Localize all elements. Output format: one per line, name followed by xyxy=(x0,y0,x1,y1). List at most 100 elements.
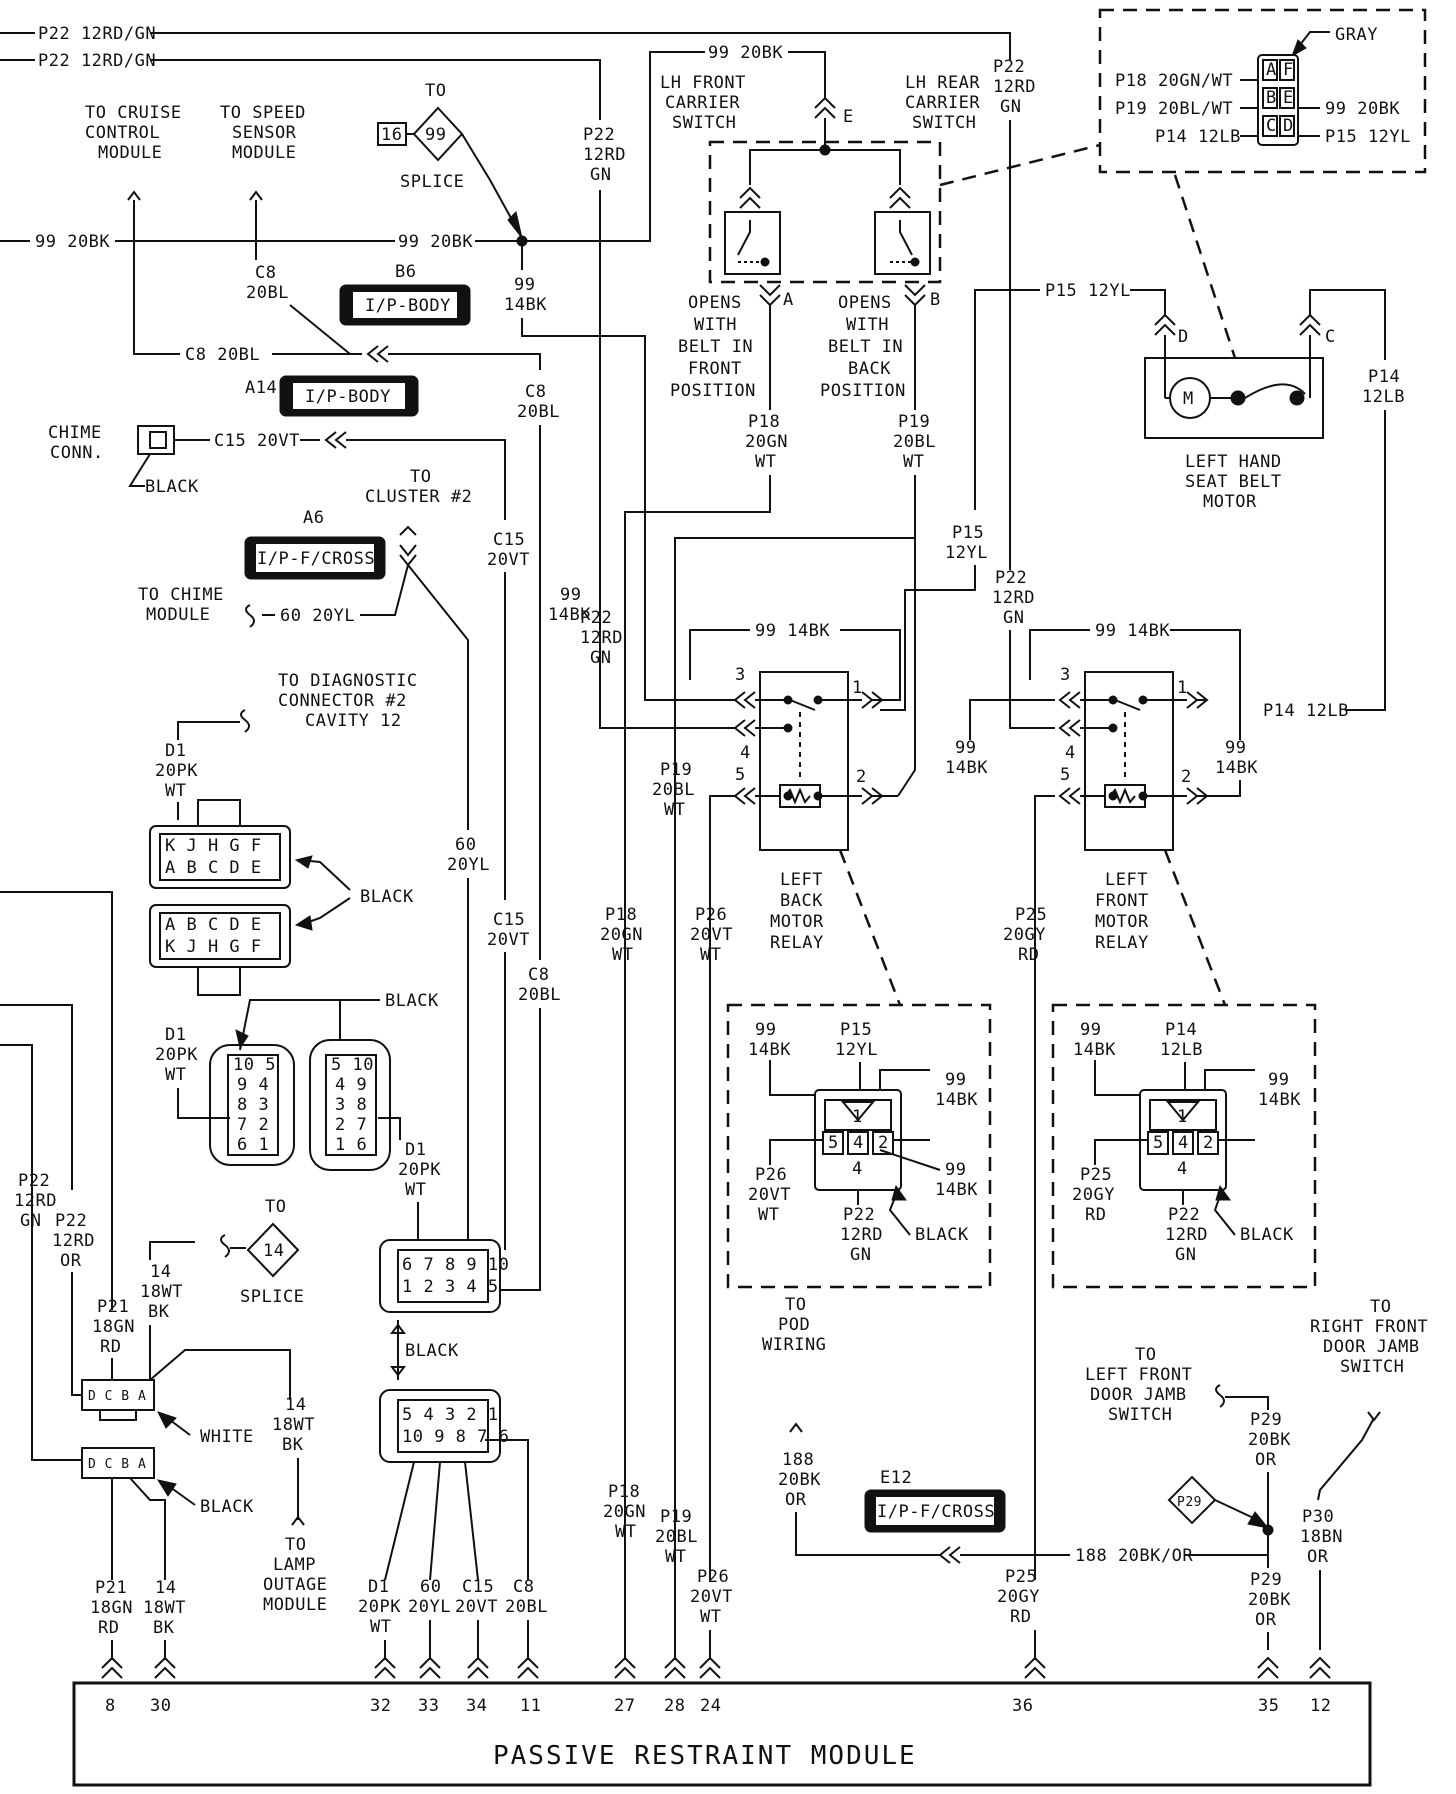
relay-detail-front: 99 14BK P14 12LB 99 14BK 5 4 2 1 4 P25 2… xyxy=(1051,1003,1317,1289)
label: BLACK xyxy=(145,477,199,497)
vlabel: 20GY xyxy=(1072,1185,1115,1205)
vlabel: 99 xyxy=(955,738,976,758)
vlabel: WT xyxy=(615,1522,636,1542)
vlabel: 20BL xyxy=(893,432,936,452)
vlabel: 20VT xyxy=(487,550,530,570)
label: TO xyxy=(410,467,431,487)
vlabel: C8 xyxy=(525,382,546,402)
vlabel: 12RD xyxy=(992,588,1035,608)
chime-conn: CHIME CONN. C15 20VT BLACK C15 20VT xyxy=(48,423,530,900)
label: P29 xyxy=(1177,1495,1202,1510)
p22-top-labels: P22 12RD GN P22 12RD GN xyxy=(583,57,1035,728)
svg-text:1 6: 1 6 xyxy=(335,1135,367,1155)
label: SWITCH xyxy=(912,113,976,133)
vlabel: RD xyxy=(100,1337,121,1357)
relay-pin: 2 xyxy=(1181,767,1192,787)
svg-text:D C B A: D C B A xyxy=(88,1389,146,1404)
vlabel: WT xyxy=(165,1065,186,1085)
label: SWITCH xyxy=(672,113,736,133)
wire-label: 99 20BK xyxy=(398,232,473,252)
vlabel: 12RD xyxy=(580,628,623,648)
vlabel: 20BL xyxy=(655,1527,698,1547)
label: MODULE xyxy=(263,1595,327,1615)
label: RELAY xyxy=(770,933,824,953)
vlabel: P18 xyxy=(608,1482,640,1502)
vlabel: 12RD xyxy=(1165,1225,1208,1245)
module-pins-arrows xyxy=(101,1545,1331,1679)
label: BLACK xyxy=(915,1225,969,1245)
label: FRONT xyxy=(688,359,742,379)
vlabel: 14 xyxy=(150,1262,171,1282)
vlabel: 99 xyxy=(1268,1070,1289,1090)
vlabel: GN xyxy=(1000,97,1021,117)
vlabel: P22 xyxy=(18,1171,50,1191)
vlabel: WT xyxy=(664,800,685,820)
label: GRAY xyxy=(1335,25,1378,45)
label: I/P-BODY xyxy=(305,387,391,407)
vlabel: GN xyxy=(590,165,611,185)
vlabel: 14BK xyxy=(1215,758,1258,778)
svg-text:K J H G F: K J H G F xyxy=(165,937,262,957)
wire-label: P14 12LB xyxy=(1263,701,1349,721)
vlabel: 12LB xyxy=(1160,1040,1203,1060)
label: POD xyxy=(778,1315,810,1335)
vlabel: 20GN xyxy=(600,925,643,945)
left-front-relay: P22 12RD GN 99 14BK 99 14BK 99 14BK 3 4 … xyxy=(945,568,1258,1580)
label: LH REAR xyxy=(905,73,980,93)
label: LEFT xyxy=(1105,870,1148,890)
vlabel: 18GN xyxy=(92,1317,135,1337)
label: RIGHT FRONT xyxy=(1310,1317,1428,1337)
vlabel: 99 xyxy=(755,1020,776,1040)
svg-text:C: C xyxy=(1266,116,1277,136)
vlabel: 20PK xyxy=(398,1160,441,1180)
label: WITH xyxy=(694,315,737,335)
vlabel: P18 xyxy=(605,905,637,925)
label: CARRIER xyxy=(905,93,980,113)
vlabel: RD xyxy=(1018,945,1039,965)
label: C xyxy=(1325,327,1336,347)
vlabel: 14BK xyxy=(748,1040,791,1060)
label: WIRING xyxy=(762,1335,826,1355)
vlabel: 20VT xyxy=(748,1185,791,1205)
vlabel: 99 xyxy=(560,585,581,605)
svg-text:5: 5 xyxy=(1153,1133,1164,1153)
vlabel: P22 xyxy=(583,125,615,145)
wire-label: P22 12RD/GN xyxy=(38,51,156,71)
vlabel: 12YL xyxy=(945,543,988,563)
bottom-wire-labels: D1 20PK WT 60 20YL C15 20VT C8 20BL P18 … xyxy=(358,1482,1039,1637)
vlabel: D1 xyxy=(405,1140,426,1160)
label: OUTAGE xyxy=(263,1575,327,1595)
svg-text:1 2 3 4 5: 1 2 3 4 5 xyxy=(402,1277,499,1297)
vlabel: 20VT xyxy=(455,1597,498,1617)
vlabel: P22 xyxy=(1168,1205,1200,1225)
wire-label: 99 20BK xyxy=(708,43,783,63)
vlabel: C15 xyxy=(493,910,525,930)
vlabel: 20BL xyxy=(518,985,561,1005)
relay-pin: 4 xyxy=(1065,743,1076,763)
svg-text:10 9 8 7 6: 10 9 8 7 6 xyxy=(402,1427,509,1447)
vlabel: 20VT xyxy=(487,930,530,950)
vlabel: 60 xyxy=(455,835,476,855)
wire-label: P15 12YL xyxy=(1045,281,1131,301)
svg-text:3 8: 3 8 xyxy=(335,1095,367,1115)
label: BELT IN xyxy=(678,337,753,357)
lower-right: TO POD WIRING 188 20BK OR 188 20BK/OR TO… xyxy=(762,1295,1428,1650)
vlabel: D1 xyxy=(368,1577,389,1597)
vlabel: 18WT xyxy=(272,1415,315,1435)
vlabel: WT xyxy=(665,1547,686,1567)
vlabel: OR xyxy=(1307,1547,1329,1567)
vlabel: 20YL xyxy=(447,855,490,875)
svg-text:F: F xyxy=(1283,60,1294,80)
vlabel: 12RD xyxy=(583,145,626,165)
label: 14 xyxy=(263,1241,284,1261)
label: BLACK xyxy=(405,1341,459,1361)
vlabel: GN xyxy=(590,648,611,668)
label: FRONT xyxy=(1095,891,1149,911)
vlabel: P15 xyxy=(840,1020,872,1040)
relay-pin: 4 xyxy=(740,743,751,763)
vlabel: 20GN xyxy=(603,1502,646,1522)
vlabel: 99 xyxy=(945,1160,966,1180)
mid-labels: C15 20VT C8 20BL xyxy=(487,910,561,1291)
vlabel: 14BK xyxy=(504,295,547,315)
